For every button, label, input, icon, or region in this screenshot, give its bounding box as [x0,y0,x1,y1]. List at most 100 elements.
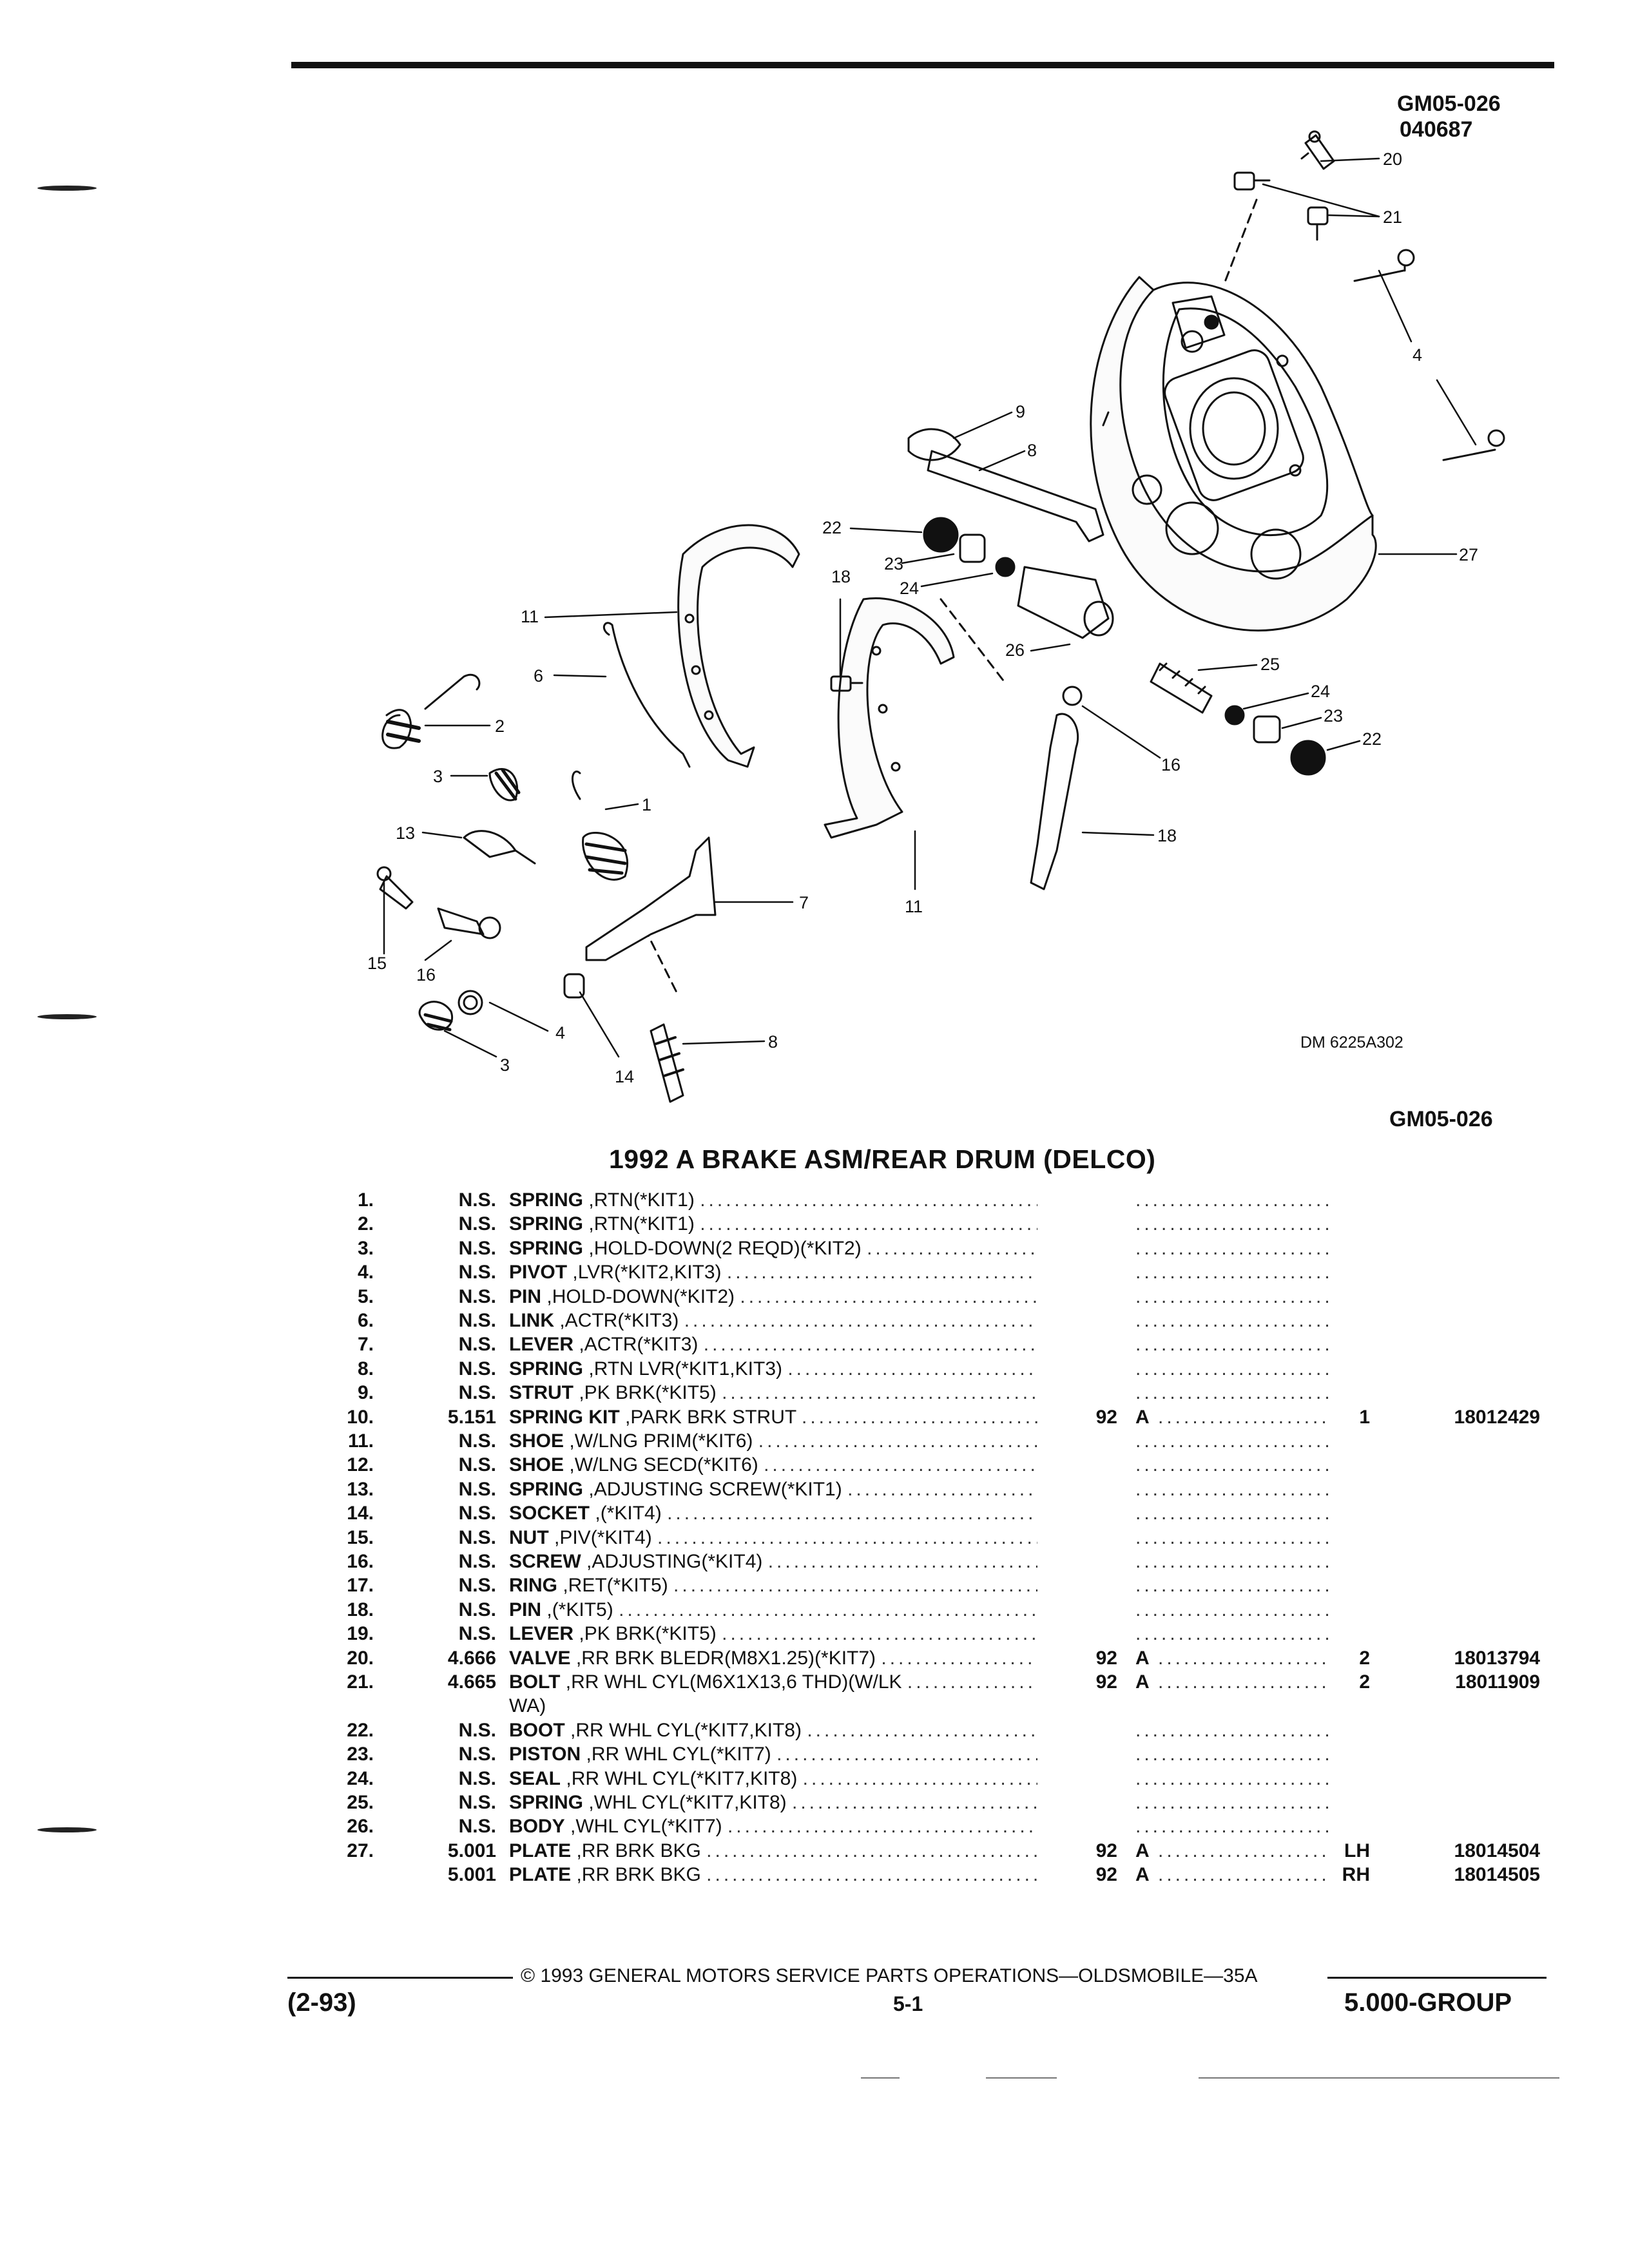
part-description: STRUT ,PK BRK(*KIT5) ...................… [509,1381,1037,1405]
part-name: VALVE [509,1647,571,1669]
group-number: 5.001 [447,1864,496,1886]
item-number: 15. [347,1526,374,1548]
part-description: PIN ,HOLD-DOWN(*KIT2) ..................… [509,1285,1037,1309]
model-code: ................................... [1135,1454,1329,1476]
part-detail: ,ADJUSTING(*KIT4) [586,1551,763,1572]
part-name: PIVOT [509,1262,568,1283]
punch-hole-mark [37,1827,97,1832]
backing-plate-drawing [1090,276,1377,632]
top-rule [291,62,1554,68]
part-description: LINK ,ACTR(*KIT3) ......................… [509,1309,1037,1333]
group-number: N.S. [458,1599,496,1620]
leader-dots: ........................................… [767,1551,1037,1572]
leader-dots: ........................................… [764,1454,1037,1476]
callout-label: 18 [1157,826,1177,845]
part-detail: ,RR BRK BLEDR(M8X1.25)(*KIT7) [575,1647,876,1669]
item-number: 23. [347,1744,374,1765]
part-description: SPRING KIT ,PARK BRK STRUT .............… [509,1405,1037,1430]
part-detail: ,RTN(*KIT1) [588,1213,695,1235]
leader-dots: ........................................… [776,1744,1037,1765]
part-detail: ,RR WHL CYL(M6X1X13,6 THD)(W/LK [565,1671,902,1693]
part-description: LEVER ,PK BRK(*KIT5) ...................… [509,1622,1037,1646]
model-code: ................................... [1135,1575,1329,1597]
part-detail: ,RR WHL CYL(*KIT7,KIT8) [570,1719,802,1741]
part-detail: WA) [509,1695,546,1717]
part-description: SPRING ,HOLD-DOWN(2 REQD)(*KIT2) .......… [509,1236,1037,1261]
punch-hole-mark [37,186,97,191]
model-code: A ................................... [1135,1406,1329,1428]
part-name: NUT [509,1526,549,1548]
part-detail: ,RTN LVR(*KIT1,KIT3) [588,1358,782,1379]
callout-label: 11 [905,897,923,916]
model-code-value: A [1135,1840,1150,1861]
part-detail: ,RR BRK BKG [576,1864,701,1886]
part-row: 9.N.S.STRUT ,PK BRK(*KIT5) .............… [0,1381,1629,1405]
item-number: 24. [347,1767,374,1789]
model-code: ................................... [1135,1285,1329,1307]
group-number: N.S. [458,1503,496,1524]
callout-label: 22 [822,518,842,537]
group-number: N.S. [458,1719,496,1741]
part-name: SPRING [509,1358,584,1379]
footer-group: 5.000-GROUP [1344,1988,1512,2017]
callout-label: 21 [1383,207,1402,227]
part-name: PLATE [509,1864,572,1886]
group-number: 4.665 [447,1671,496,1693]
part-name: PISTON [509,1744,581,1765]
part-detail: ,ACTR(*KIT3) [579,1334,699,1356]
quantity: 2 [1359,1671,1370,1693]
part-name: SEAL [509,1767,561,1789]
group-number: 5.001 [447,1840,496,1861]
group-number: N.S. [458,1454,496,1476]
group-number: 5.151 [447,1406,496,1428]
part-number: 18011909 [1455,1671,1540,1693]
part-name: SHOE [509,1430,564,1452]
part-row: 23.N.S.PISTON ,RR WHL CYL(*KIT7) .......… [0,1742,1629,1767]
item-number: 14. [347,1503,374,1524]
part-detail: ,ACTR(*KIT3) [559,1310,679,1331]
model-code: ................................... [1135,1551,1329,1572]
part-row: 13.N.S.SPRING ,ADJUSTING SCREW(*KIT1) ..… [0,1477,1629,1502]
part-number: 18014504 [1454,1840,1540,1861]
group-number: N.S. [458,1189,496,1211]
group-number: N.S. [458,1310,496,1331]
leader-dots: ........................................… [706,1840,1037,1861]
callout-label: 1 [642,795,651,814]
part-name: RING [509,1575,557,1597]
quantity: 2 [1359,1647,1370,1669]
part-row: 25.N.S.SPRING ,WHL CYL(*KIT7,KIT8) .....… [0,1791,1629,1815]
part-name: STRUT [509,1382,574,1404]
scan-artifact-line [861,2077,900,2079]
part-name: SHOE [509,1454,564,1476]
model-code: ................................... [1135,1358,1329,1379]
punch-hole-mark [37,1014,97,1019]
item-number: 2. [357,1213,374,1235]
leader-dots: ........................................… [802,1767,1037,1789]
part-number: 18014505 [1454,1864,1540,1886]
footer-copyright: © 1993 GENERAL MOTORS SERVICE PARTS OPER… [521,1965,1258,1986]
item-number: 8. [357,1358,374,1379]
part-name: LEVER [509,1623,574,1645]
part-name: SCREW [509,1551,581,1572]
leader-dots: ........................................… [619,1599,1037,1620]
part-detail: ,RET(*KIT5) [563,1575,668,1597]
model-code: ................................... [1135,1310,1329,1331]
part-description: SEAL ,RR WHL CYL(*KIT7,KIT8) ...........… [509,1767,1037,1791]
group-number: N.S. [458,1478,496,1500]
model-year: 92 [1095,1864,1117,1886]
item-number: 5. [357,1285,374,1307]
part-detail: ,LVR(*KIT2,KIT3) [572,1262,722,1283]
part-row: WA) [0,1694,1629,1718]
scan-artifact-line [1199,2077,1559,2079]
leader-dots: ........................................… [667,1503,1037,1524]
part-detail: ,RTN(*KIT1) [588,1189,695,1211]
part-detail: ,HOLD-DOWN(2 REQD)(*KIT2) [588,1237,862,1259]
part-row: 1.N.S.SPRING ,RTN(*KIT1) ...............… [0,1188,1629,1213]
model-code: ................................... [1135,1503,1329,1524]
callout-label: 18 [831,567,851,586]
part-name: SPRING [509,1237,584,1259]
leader-dots: ........................................… [847,1478,1037,1500]
part-name: PLATE [509,1840,572,1861]
part-description: PISTON ,RR WHL CYL(*KIT7) ..............… [509,1742,1037,1767]
part-row: 19.N.S.LEVER ,PK BRK(*KIT5) ............… [0,1622,1629,1646]
